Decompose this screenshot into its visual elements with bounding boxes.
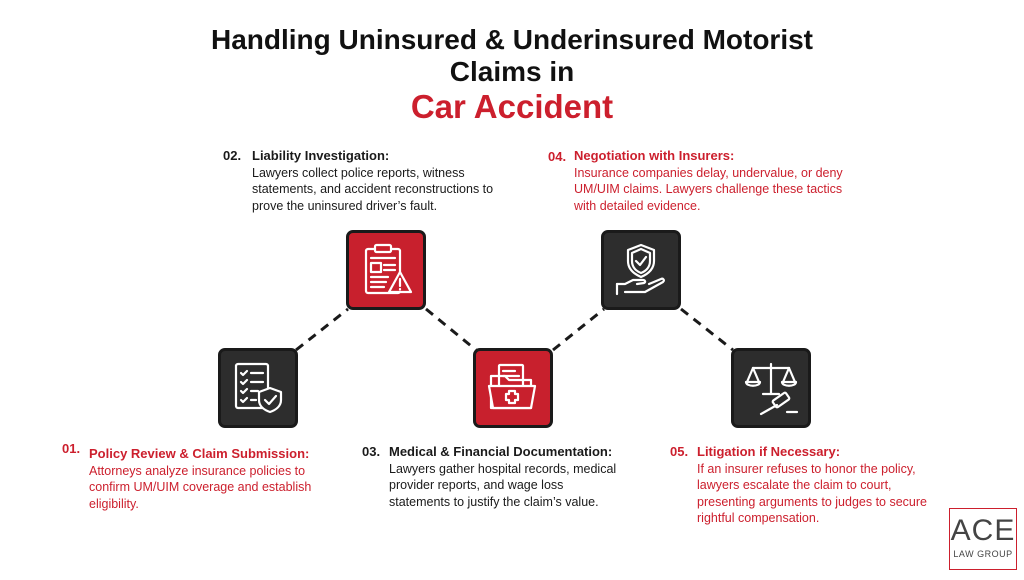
connector-3-4	[552, 307, 605, 352]
clipboard-warning-icon	[346, 230, 426, 310]
logo-name: ACE	[950, 514, 1016, 547]
step-02-number: 02.	[223, 148, 242, 163]
step-05-heading: Litigation if Necessary:	[697, 444, 841, 459]
step-01: 01. Policy Review & Claim Submission: At…	[62, 441, 322, 512]
step-04-number: 04.	[548, 149, 567, 164]
title-line-1: Handling Uninsured & Underinsured Motori…	[210, 24, 813, 55]
step-05-number: 05.	[670, 444, 689, 459]
medical-folder-icon	[473, 348, 553, 428]
step-03-body: Lawyers gather hospital records, medical…	[389, 461, 617, 509]
step-05: 05. Litigation if Necessary: If an insur…	[670, 444, 945, 527]
title-line-2: Claims in	[449, 56, 575, 87]
connector-2-3	[425, 307, 477, 352]
step-02-heading: Liability Investigation:	[252, 148, 390, 163]
step-04-body: Insurance companies delay, undervalue, o…	[574, 165, 843, 213]
step-01-heading: Policy Review & Claim Submission:	[89, 446, 310, 461]
hand-shield-icon	[601, 230, 681, 310]
step-03: 03. Medical & Financial Documentation: L…	[362, 444, 622, 510]
scales-gavel-icon	[731, 348, 811, 428]
step-04: 04. Negotiation with Insurers: Insurance…	[548, 148, 848, 214]
step-03-number: 03.	[362, 444, 381, 459]
ace-law-group-logo: ACE LAW GROUP	[949, 508, 1017, 570]
step-02-body: Lawyers collect police reports, witness …	[252, 165, 494, 213]
step-04-heading: Negotiation with Insurers:	[574, 148, 735, 163]
step-02: 02. Liability Investigation: Lawyers col…	[223, 148, 513, 214]
step-05-body: If an insurer refuses to honor the polic…	[697, 461, 927, 526]
step-03-heading: Medical & Financial Documentation:	[389, 444, 613, 459]
logo-subtitle: LAW GROUP	[953, 549, 1013, 559]
connector-4-5	[680, 307, 734, 352]
connector-1-2	[295, 307, 349, 352]
step-01-body: Attorneys analyze insurance policies to …	[89, 463, 312, 511]
checklist-shield-icon	[218, 348, 298, 428]
step-01-number: 01.	[62, 441, 81, 456]
title-highlight: Car Accident	[410, 88, 614, 125]
